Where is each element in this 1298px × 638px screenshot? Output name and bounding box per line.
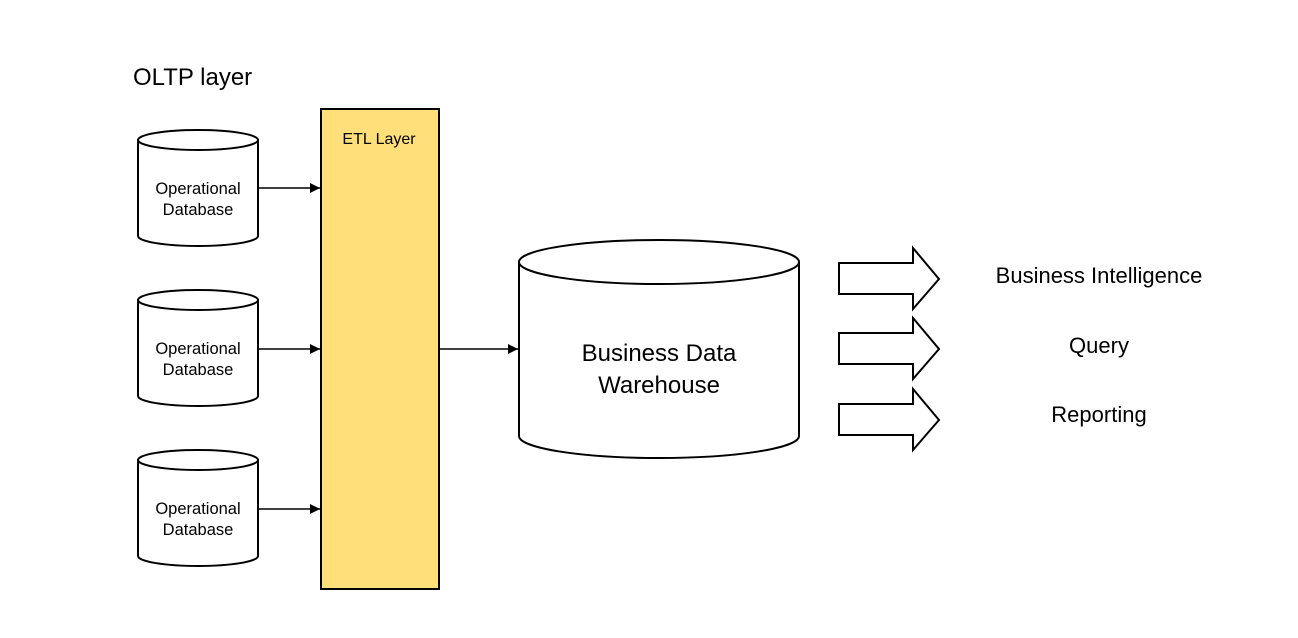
database-label-line-1: Operational	[155, 340, 240, 358]
layer-title: OLTP layer	[133, 64, 252, 91]
etl-layer-box	[320, 108, 440, 590]
query-arrow	[838, 315, 941, 382]
database-cylinder-body	[137, 140, 259, 247]
source-database-1: Operational Database	[137, 129, 259, 247]
warehouse-label-line-1: Business Data	[582, 340, 737, 367]
source-database-2: Operational Database	[137, 289, 259, 407]
business-data-warehouse: Business Data Warehouse	[518, 239, 800, 459]
database-cylinder-body	[137, 300, 259, 407]
etl-layer-label: ETL Layer	[342, 131, 416, 148]
warehouse-cylinder-top	[518, 239, 800, 285]
database-cylinder-top	[137, 449, 259, 471]
output-label-query: Query	[1069, 333, 1129, 358]
database-cylinder-top	[137, 129, 259, 151]
database-label-line-2: Database	[163, 201, 234, 219]
source-database-3: Operational Database	[137, 449, 259, 567]
warehouse-label-line-2: Warehouse	[598, 372, 720, 399]
reporting-arrow	[838, 386, 941, 453]
etl-layer: ETL Layer	[320, 108, 440, 590]
database-label-line-2: Database	[163, 521, 234, 539]
business-intelligence-arrow	[838, 245, 941, 312]
database-label-line-2: Database	[163, 361, 234, 379]
database-label-line-1: Operational	[155, 500, 240, 518]
database-cylinder-body	[137, 460, 259, 567]
warehouse-cylinder-body	[518, 262, 800, 459]
output-label-reporting: Reporting	[1051, 402, 1146, 427]
database-cylinder-top	[137, 289, 259, 311]
output-label-business-intelligence: Business Intelligence	[996, 263, 1203, 288]
database-label-line-1: Operational	[155, 180, 240, 198]
